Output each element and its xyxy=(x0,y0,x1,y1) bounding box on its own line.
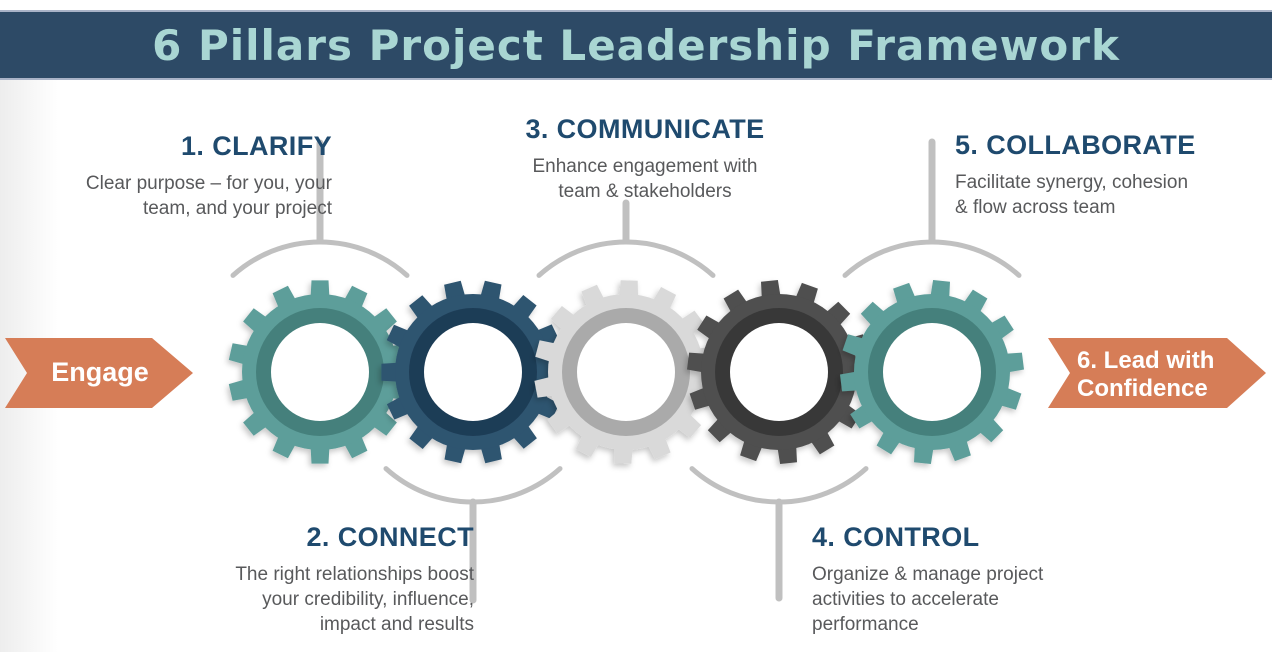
title-bar: 6 Pillars Project Leadership Framework xyxy=(0,10,1272,80)
connector-arc-5 xyxy=(842,239,1022,278)
lead-arrow-label: 6. Lead with Confidence xyxy=(1077,347,1215,402)
gear-1-clarify xyxy=(228,280,412,464)
gear-4-control xyxy=(687,280,871,464)
pillar-clarify-heading: 1. CLARIFY xyxy=(180,131,332,161)
gear-5-collaborate xyxy=(840,280,1024,464)
slide-title: 6 Pillars Project Leadership Framework xyxy=(152,20,1120,70)
pillar-connect-description: The right relationships boost your credi… xyxy=(235,564,474,636)
pillar-communicate-description: Enhance engagement with team & stakehold… xyxy=(532,156,758,203)
pillar-control: 4. CONTROL Organize & manage project act… xyxy=(812,522,1112,637)
pillar-connect-heading: 2. CONNECT xyxy=(306,522,474,552)
pillar-control-description: Organize & manage project activities to … xyxy=(812,564,1044,636)
pillar-collaborate: 5. COLLABORATE Facilitate synergy, cohes… xyxy=(955,130,1235,220)
connectors xyxy=(230,138,1022,604)
pillar-clarify-description: Clear purpose – for you, your team, and … xyxy=(85,173,332,220)
pillar-clarify: 1. CLARIFY Clear purpose – for you, your… xyxy=(32,131,332,221)
lead-arrow xyxy=(1048,338,1266,408)
pillar-control-heading: 4. CONTROL xyxy=(812,522,980,552)
connector-arc-4 xyxy=(689,466,869,505)
connector-arc-3 xyxy=(536,239,716,278)
pillar-collaborate-heading: 5. COLLABORATE xyxy=(955,130,1196,160)
engage-arrow xyxy=(5,338,193,408)
connector-arc-1 xyxy=(230,239,410,278)
gear-3-communicate xyxy=(534,280,718,464)
pillar-collaborate-description: Facilitate synergy, cohesion & flow acro… xyxy=(955,172,1189,219)
pillar-communicate: 3. COMMUNICATE Enhance engagement with t… xyxy=(445,114,845,204)
pillar-communicate-heading: 3. COMMUNICATE xyxy=(525,114,765,144)
engage-arrow-label: Engage xyxy=(51,357,149,387)
gear-2-connect xyxy=(381,280,565,464)
connector-arc-2 xyxy=(383,466,563,505)
pillar-connect: 2. CONNECT The right relationships boost… xyxy=(144,522,474,637)
